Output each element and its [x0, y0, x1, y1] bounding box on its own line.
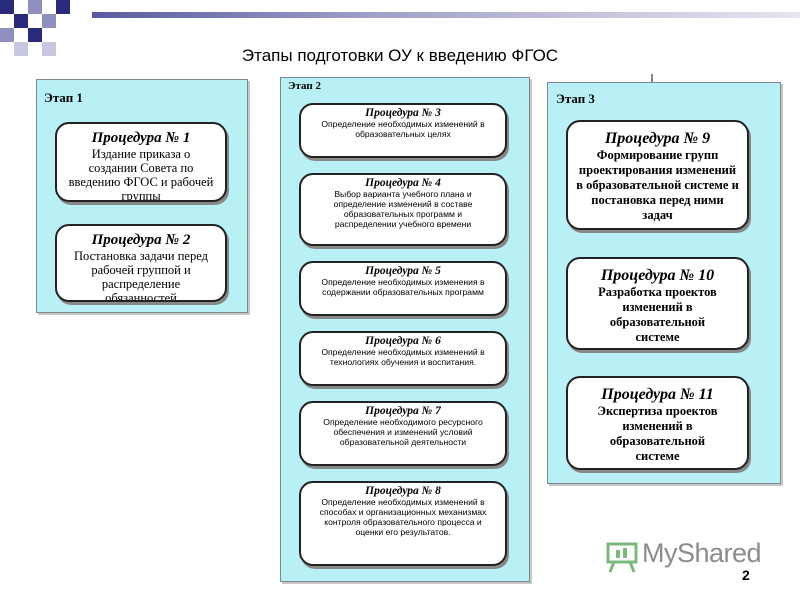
decor-square: [0, 0, 14, 14]
decor-square: [56, 0, 70, 14]
procedure-8-card: Процедура № 8 Определение необходимых из…: [299, 481, 507, 566]
procedure-1-title: Процедура № 1: [91, 130, 191, 146]
decor-square: [0, 28, 14, 42]
procedure-1-text: Издание приказа о создании Совета по вве…: [68, 147, 214, 202]
procedure-6-card: Процедура № 6 Определение необходимых из…: [299, 331, 507, 386]
procedure-3-title: Процедура № 3: [365, 107, 441, 119]
procedure-2-text: Постановка задачи перед рабочей группой …: [74, 249, 208, 302]
procedure-4-text: Выбор варианта учебного плана и определе…: [333, 189, 473, 229]
procedure-7-text: Определение необходимого ресурсного обес…: [323, 417, 483, 447]
watermark-logo: MyShared: [642, 538, 762, 568]
decor-square: [28, 0, 42, 14]
procedure-11-title: Процедура № 11: [601, 386, 714, 403]
decor-square: [42, 14, 56, 28]
procedure-10-text: Разработка проектов изменений в образова…: [598, 285, 717, 344]
procedure-3-card: Процедура № 3 Определение необходимых из…: [299, 103, 507, 158]
decor-square: [14, 14, 28, 28]
decor-square: [42, 42, 56, 56]
procedure-1-card: Процедура № 1 Издание приказа о создании…: [55, 122, 227, 202]
procedure-3-text: Определение необходимых изменений в обра…: [321, 119, 485, 139]
slide-title: Этапы подготовки ОУ к введению ФГОС: [241, 46, 559, 65]
procedure-8-title: Процедура № 8: [365, 485, 441, 497]
procedure-10-title: Процедура № 10: [600, 267, 715, 284]
stage-1-label: Этап 1: [44, 90, 83, 105]
procedure-5-text: Определение необходимых изменения в соде…: [321, 277, 485, 297]
decor-square: [14, 42, 28, 56]
procedure-11-text: Экспертиза проектов изменений в образова…: [597, 404, 718, 463]
procedure-9-text: Формирование групп проектирования измене…: [576, 148, 739, 222]
procedure-6-title: Процедура № 6: [365, 335, 441, 347]
decor-top-bar: [92, 12, 800, 18]
procedure-11-card: Процедура № 11 Экспертиза проектов измен…: [566, 376, 749, 470]
procedure-9-card: Процедура № 9 Формирование групп проекти…: [566, 120, 749, 230]
procedure-2-card: Процедура № 2 Постановка задачи перед ра…: [55, 224, 227, 302]
procedure-8-text: Определение необходимых изменений в спос…: [319, 497, 487, 537]
projector-icon: [606, 542, 638, 573]
procedure-5-card: Процедура № 5 Определение необходимых из…: [299, 261, 507, 316]
procedure-2-title: Процедура № 2: [91, 232, 191, 248]
stage-3-label: Этап 3: [556, 91, 595, 106]
procedure-4-title: Процедура № 4: [365, 177, 441, 189]
procedure-7-card: Процедура № 7 Определение необходимого р…: [299, 401, 507, 466]
decor-square: [28, 28, 42, 42]
procedure-4-card: Процедура № 4 Выбор варианта учебного пл…: [299, 173, 507, 246]
procedure-6-text: Определение необходимых изменений в техн…: [321, 347, 485, 367]
procedure-7-title: Процедура № 7: [365, 405, 441, 417]
procedure-9-title: Процедура № 9: [604, 130, 711, 147]
procedure-5-title: Процедура № 5: [365, 265, 441, 277]
procedure-10-card: Процедура № 10 Разработка проектов измен…: [566, 257, 749, 350]
stage-2-label: Этап 2: [288, 80, 321, 92]
page-number: 2: [742, 567, 750, 583]
